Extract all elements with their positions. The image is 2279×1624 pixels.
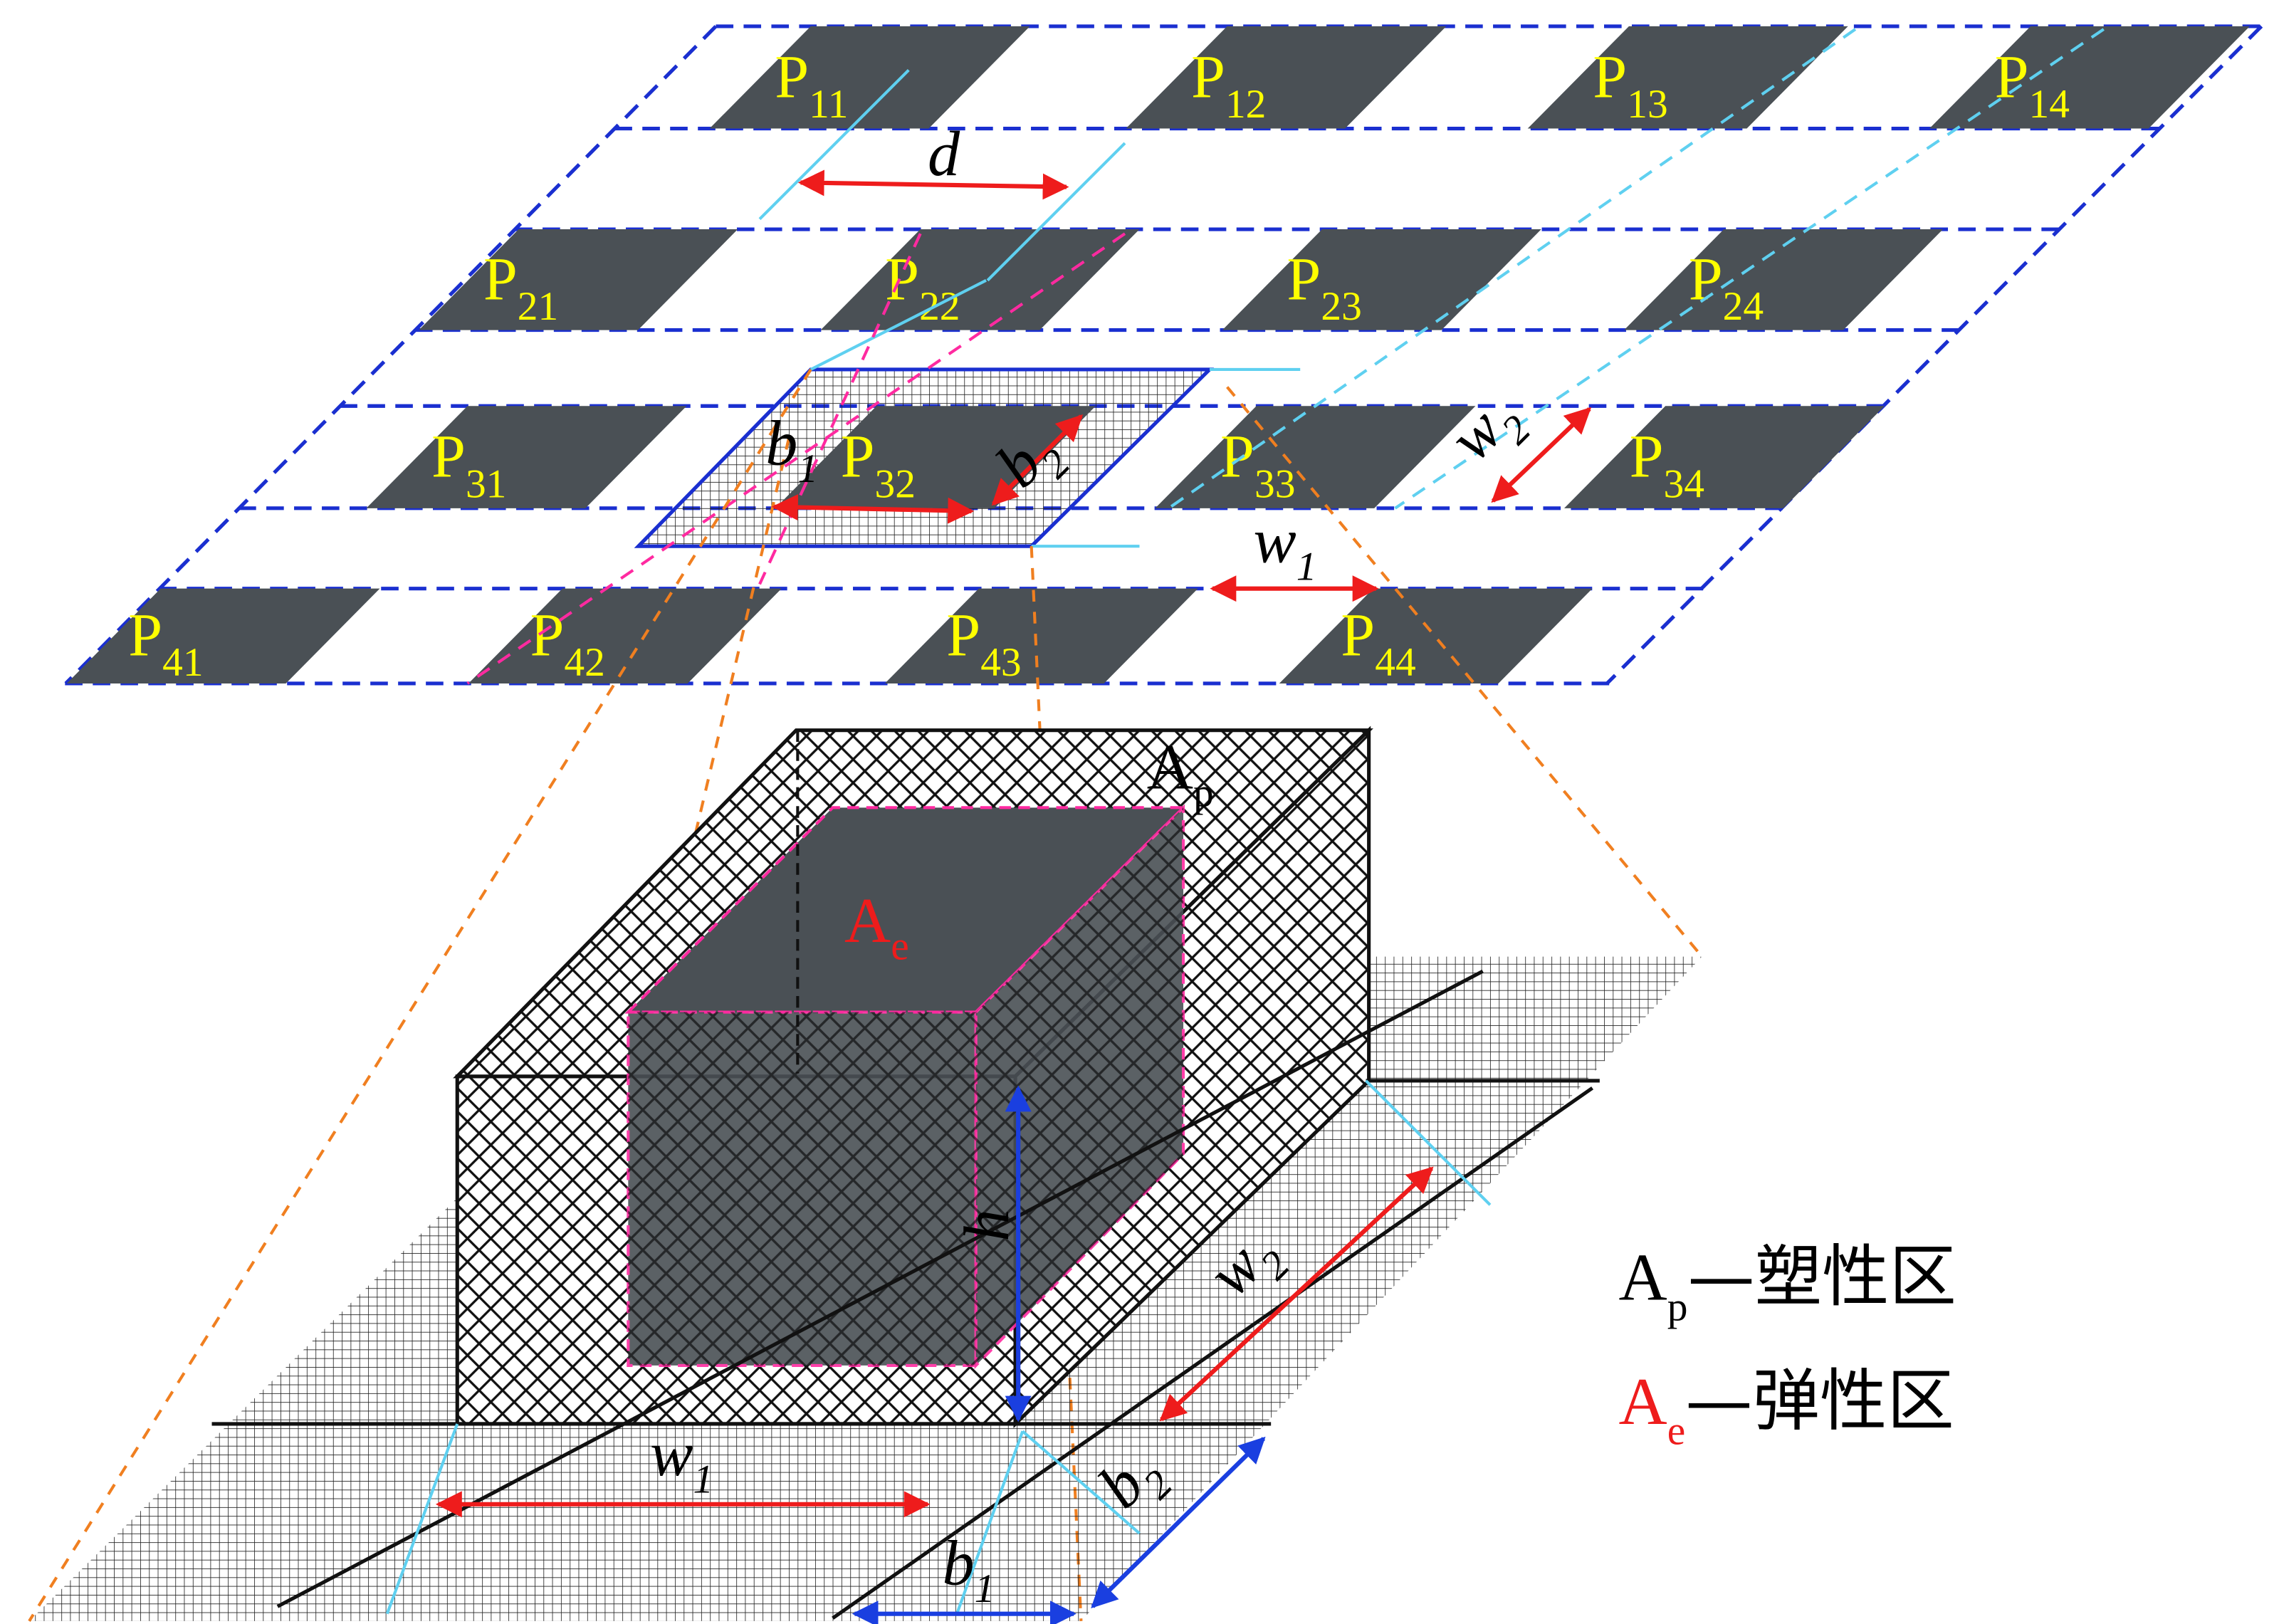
pad-shape [1279,588,1593,683]
pad-shape [1563,406,1885,508]
pad-label: P44 [1341,601,1415,686]
pad-shape [1155,406,1476,508]
unit-model-3d [29,725,1702,1621]
pad-shape [1222,229,1541,330]
pad-p22: P22 [820,229,1140,330]
pad-p11: P11 [709,26,1030,129]
label-w1: w1 [650,1418,713,1502]
pad-label: P14 [1995,42,2070,127]
label-d: d [928,118,960,189]
pad-label: P11 [775,42,848,127]
pad-shape [709,26,1030,129]
pad-label: P13 [1593,42,1667,127]
label-ae: Ae [844,885,909,969]
pad-shape [884,588,1198,683]
pad-shape [66,588,380,683]
grid-edge [1605,25,2263,685]
pad-p43: P43 [884,588,1198,686]
pad-label: P21 [483,244,558,329]
pad-shape [468,588,782,683]
pad-p12: P12 [1126,26,1447,129]
pad-p21: P21 [419,229,738,330]
pad-shape [366,406,687,508]
label-h: h [951,1209,1022,1241]
pad-shape [1929,26,2250,129]
dimension-arrows [435,169,1592,1624]
grid-edge [64,25,718,685]
pad-label: P34 [1630,422,1704,507]
pad-label: P12 [1191,42,1266,127]
pad-label: P43 [946,601,1021,686]
pad-shape [1126,26,1447,129]
label-w1-top: w1 [1254,505,1317,590]
pad-shape [820,229,1140,330]
pad-p33: P33 [1155,406,1476,508]
pad-p41: P41 [66,588,380,686]
legend-elastic-zone: Ae—弹性区 [1619,1362,1954,1454]
pad-shape [1624,229,1944,330]
label-w2-top: w2 [1435,379,1539,483]
label-b1-top: b1 [765,407,818,491]
pad-p13: P13 [1527,26,1848,129]
pad-label: P42 [530,601,604,686]
label-ap: Ap [1147,732,1214,816]
pad-p34: P34 [1563,406,1885,508]
legend: Ap—塑性区 Ae—弹性区 [1619,1238,1956,1454]
guide-lines [28,28,2105,1622]
pad-label: P41 [128,601,203,686]
pad-p24: P24 [1624,229,1944,330]
pad-label: P23 [1287,244,1361,329]
pad-p44: P44 [1279,588,1593,686]
pad-shape [419,229,738,330]
pad-label: P31 [431,422,506,507]
label-b1: b1 [942,1528,995,1612]
legend-plastic-zone: Ap—塑性区 [1619,1238,1956,1330]
pad-label: P22 [885,244,960,329]
pad-label: P24 [1689,244,1764,329]
pad-p42: P42 [468,588,782,686]
pad-label: P33 [1220,422,1295,507]
pad-p23: P23 [1222,229,1541,330]
pad-p14: P14 [1929,26,2250,129]
pad-p31: P31 [366,406,687,508]
pad-shape [1527,26,1848,129]
